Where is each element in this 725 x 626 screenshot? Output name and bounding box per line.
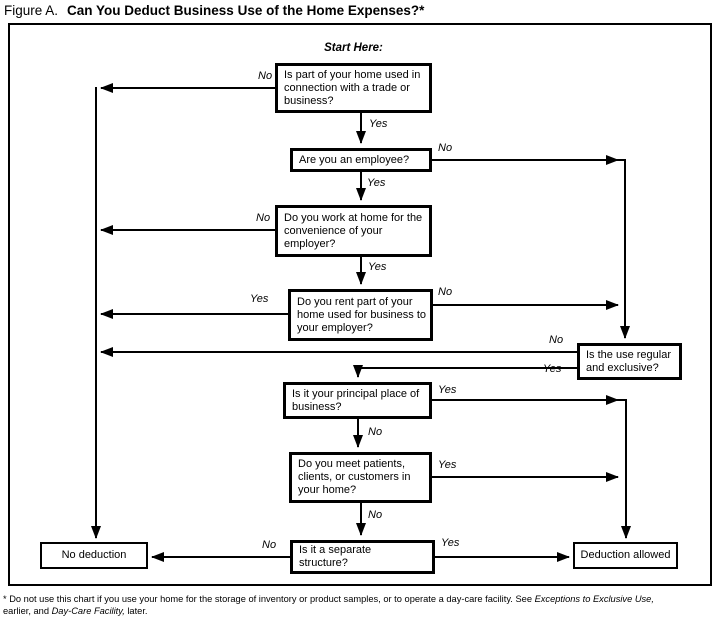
node-deduction-allowed: Deduction allowed [573,542,678,569]
right-rail-1 [618,159,630,339]
label-q5r-no: No [549,334,564,346]
label-q1-yes: Yes [369,118,388,130]
figure-title-text: Can You Deduct Business Use of the Home … [67,3,425,18]
label-q6-no: No [368,509,383,521]
label-q5r-yes: Yes [543,363,562,375]
label-q2-yes: Yes [367,177,386,189]
label-q6-yes: Yes [438,459,457,471]
footnote-ref-exceptions: Exceptions to Exclusive Use, [534,594,654,604]
label-q4-yes: Yes [250,293,269,305]
node-q5-principal-place: Is it your principal place of business? [283,382,432,419]
right-rail-2 [618,399,631,539]
node-q6-meet-patients-clients: Do you meet patients, clients, or custom… [289,452,432,503]
edge-q5r-yes [353,365,577,378]
label-q7-yes: Yes [441,537,460,549]
label-q4-no: No [438,286,453,298]
footnote-text-2: earlier, and [3,606,52,616]
label-q5-yes: Yes [438,384,457,396]
footnote-ref-daycare: Day-Care Facility, [51,606,125,616]
figure-label: Figure A. [4,3,59,18]
label-q2-no: No [438,142,453,154]
node-q1-home-used-for-business: Is part of your home used in connection … [275,63,432,113]
start-here-label: Start Here: [324,42,383,54]
node-q2-employee: Are you an employee? [290,148,432,172]
footnote-text-3: later. [124,606,148,616]
label-q3-yes: Yes [368,261,387,273]
label-q3-no: No [256,212,271,224]
label-q7-no: No [262,539,277,551]
node-q5r-regular-and-exclusive: Is the use regular and exclusive? [577,343,682,380]
footnote: * Do not use this chart if you use your … [3,593,725,617]
label-q5-no: No [368,426,383,438]
node-no-deduction: No deduction [40,542,148,569]
label-q1-no: No [258,70,273,82]
node-q3-convenience-of-employer: Do you work at home for the convenience … [275,205,432,257]
node-q4-rent-to-employer: Do you rent part of your home used for b… [288,289,433,341]
node-q7-separate-structure: Is it a separate structure? [290,540,435,574]
chart-border [8,23,712,586]
figure-title: Figure A. Can You Deduct Business Use of … [4,3,424,18]
footnote-text-1: * Do not use this chart if you use your … [3,594,535,604]
